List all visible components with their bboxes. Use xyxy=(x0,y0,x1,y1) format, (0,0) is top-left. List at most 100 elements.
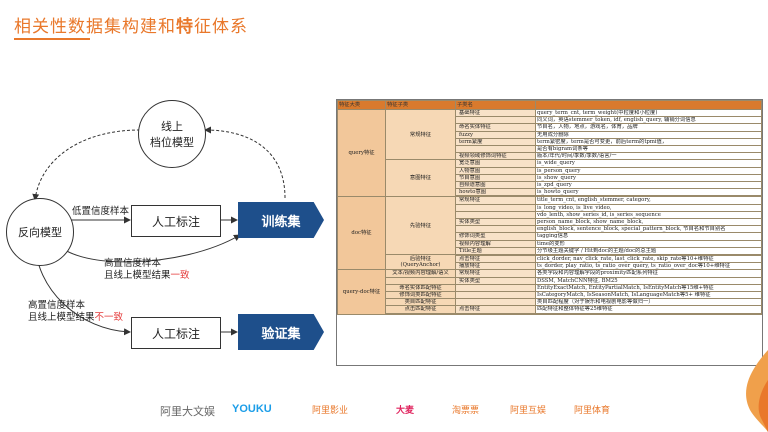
table-cell-subcategory: 文本/视频内容理解/语义 xyxy=(385,269,456,278)
table-cell-detail: term紧密度，term是否可变更，前后term的tpmi值， xyxy=(535,137,762,147)
table-cell-subname: 视频内容理解 xyxy=(455,239,536,248)
edge-label-low-confidence: 低置信度样本 xyxy=(72,206,129,218)
table-cell-detail: title_term_cnt, english_stemmer, categor… xyxy=(535,196,762,205)
table-cell-subcategory: 类目匹配特征 xyxy=(385,298,456,307)
table-cell-subname: 点击特征 xyxy=(455,305,536,314)
header-cell: 特征子类 xyxy=(385,100,456,110)
table-cell-detail: 是否有bigram词条等 xyxy=(535,145,762,154)
online-model-node: 线上 档位模型 xyxy=(138,100,206,168)
table-row: 命名实体特征节目名，人物，地点，游戏名，体育，品牌 xyxy=(338,123,762,132)
table-cell-subcategory: 命名实体匹配特征 xyxy=(385,283,456,293)
table-cell-subname xyxy=(455,210,536,220)
table-row: is_long_video, is_live_video, xyxy=(338,203,762,212)
logo-alibaba-pictures: 阿里影业 xyxy=(312,405,349,415)
header-cell xyxy=(535,100,762,110)
manual-label-text-1: 人工标注 xyxy=(151,214,200,229)
table-cell-detail: 分节级主题关键字 / Hit到doc的主题/doc的总主题 xyxy=(535,246,762,256)
manual-label-text-2: 人工标注 xyxy=(151,326,200,341)
online-model-label: 线上 档位模型 xyxy=(150,120,194,149)
table-cell-subname: 修饰词类型 xyxy=(455,232,536,241)
table-cell-detail: is_long_video, is_live_video, xyxy=(535,203,762,212)
title-text-3: 征体系 xyxy=(194,17,248,37)
train-set-label: 训练集 xyxy=(261,214,301,230)
table-cell-subname: fuzzy xyxy=(455,130,536,139)
table-cell-subname: 实体类型 xyxy=(455,276,536,285)
table-cell-subname xyxy=(455,203,536,212)
table-cell-subcategory: 常规特征 xyxy=(385,108,456,161)
table-cell-detail: 类目匹配程度（对于娱乐和电视剧电影等做归一） xyxy=(535,298,762,307)
table-cell-subname xyxy=(455,145,536,154)
header-cell: 特征大类 xyxy=(337,100,386,110)
table-cell-detail: query_term_cnt, term_weight(中粒度和小粒度) xyxy=(535,108,762,118)
table-row xyxy=(338,312,762,315)
table-cell-subname: 常规特征 xyxy=(455,269,536,278)
train-set-node: 训练集 xyxy=(238,202,324,238)
table-row: query-doc特征文本/视频内容理解/语义常规特征各类字段和内容理解字段的p… xyxy=(337,269,762,315)
table-row: Title主题分节级主题关键字 / Hit到doc的主题/doc的总主题 xyxy=(338,246,762,256)
table-cell-subname xyxy=(455,283,536,293)
table-cell-subcategory: 先验特征 xyxy=(385,196,456,256)
logo-damai: 大麦 xyxy=(396,405,415,415)
table-header-row: 特征大类 特征子类 子类名 xyxy=(337,100,762,110)
edge-high1-line2: 且线上模型结果 xyxy=(104,270,171,281)
table-row: vdo_lenth, show_series_id, is_series_seq… xyxy=(338,210,762,220)
table-cell-subcategory: 点击匹配特征 xyxy=(385,305,456,314)
table-cell-subname: howto意图 xyxy=(455,188,536,197)
table-cell-detail: 节目名，人物，地点，游戏名，体育，品牌 xyxy=(535,123,762,132)
table-cell-category: query-doc特征 xyxy=(337,269,386,315)
val-set-node: 验证集 xyxy=(238,314,324,350)
table-cell-detail: 版本/年代/时间/季数/季数/语言/一 xyxy=(535,152,762,161)
table-cell-subcategory xyxy=(385,312,456,315)
table-cell-detail: ts_dorder, play_ratio, ts_ratio_over_que… xyxy=(535,262,762,271)
table-cell-subname: Title主题 xyxy=(455,246,536,256)
table-row: 类目匹配特征 类目匹配程度（对于娱乐和电视剧电影等做归一） xyxy=(338,298,762,307)
title-text-1: 相关性数据集构建和 xyxy=(14,17,176,37)
table-cell-category: doc特征 xyxy=(337,196,386,271)
edge-label-high-inconsistent: 高置信度样本 且线上模型结果不一致 xyxy=(28,300,123,324)
logo-ali-huyu: 阿里互娱 xyxy=(510,405,547,415)
logo-alibaba-wenyu: 阿里大文娱 xyxy=(160,406,215,418)
edge-high2-line2: 且线上模型结果 xyxy=(28,312,95,323)
table-row: 视频领域修饰词特征版本/年代/时间/季数/季数/语言/一 xyxy=(338,152,762,161)
table-row: 修饰词类匹配特征 IsCategoryMatch, IsSeasonMatch, … xyxy=(338,291,762,300)
table-cell-detail: 匹配特征和整体特征等25维特征 xyxy=(535,305,762,314)
val-set-label: 验证集 xyxy=(261,326,301,342)
table-cell-subname xyxy=(455,312,536,315)
table-cell-subcategory: 修饰词类匹配特征 xyxy=(385,291,456,300)
slide-title: 相关性数据集构建和特征体系 xyxy=(14,12,248,37)
logo-taopiaopiao: 淘票票 xyxy=(452,405,480,415)
table-cell-detail: IsCategoryMatch, IsSeasonMatch, IsLangua… xyxy=(535,291,762,300)
table-cell-detail: person_name_block, show_name_block, xyxy=(535,218,762,227)
header-cell: 子类名 xyxy=(455,100,536,110)
edge-low-text: 低置信度样本 xyxy=(72,206,130,217)
table-cell-subname xyxy=(455,298,536,307)
manual-label-node-1: 人工标注 xyxy=(131,205,221,237)
table-cell-detail: is_wide_query xyxy=(535,159,762,168)
table-cell-subname: 宽泛意图 xyxy=(455,159,536,168)
table-cell-detail: tagging信息 xyxy=(535,232,762,241)
table-cell-subname xyxy=(455,225,536,234)
edge-high1-red: 一致 xyxy=(170,270,190,281)
edge-label-high-consistent: 高置信度样本 且线上模型结果一致 xyxy=(104,258,190,282)
title-text-2: 特 xyxy=(176,17,194,37)
table-cell-detail: is_person_query xyxy=(535,166,762,175)
table-cell-subname: 命名实体特征 xyxy=(455,123,536,132)
table-cell-subname: 实体类型 xyxy=(455,218,536,227)
title-underline xyxy=(14,38,90,40)
table-cell-detail: is_zpd_query xyxy=(535,181,762,190)
table-cell-subname: 常规特征 xyxy=(455,196,536,205)
table-cell-subname: term紧度 xyxy=(455,137,536,147)
table-cell-detail: 各类字段和内容理解字段的proximity匹配系列特征 xyxy=(535,269,762,278)
edge-high2-red: 不一致 xyxy=(94,312,124,323)
